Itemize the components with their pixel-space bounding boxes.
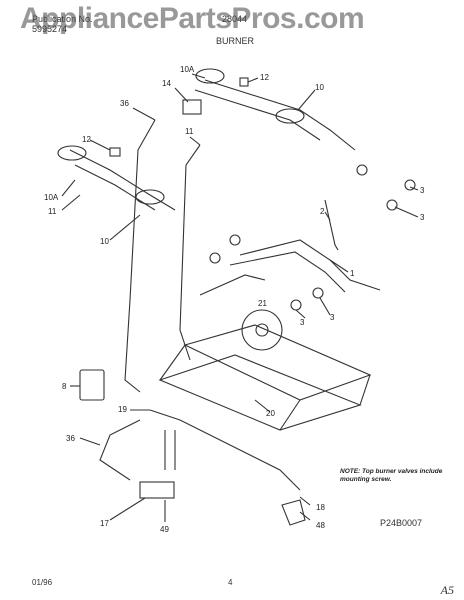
oven-burner-tube — [149, 409, 301, 491]
callout-l14: 14 — [162, 79, 171, 88]
callout-l11-top: 11 — [185, 127, 194, 136]
handwritten-mark: A5 — [440, 583, 454, 597]
burner-head-top-right — [275, 108, 305, 124]
valve-3-a — [356, 164, 368, 176]
callout-l10-top: 10 — [315, 83, 324, 92]
publication-number: 5995274 — [32, 24, 68, 34]
footer-page: 4 — [228, 578, 233, 587]
model-number: 28044 — [222, 14, 248, 24]
callout-l21: 21 — [258, 299, 267, 308]
callout-l2: 2 — [320, 207, 325, 216]
clip-12-top — [239, 77, 249, 87]
gas-tube-36 — [124, 119, 156, 393]
gas-tube-11 — [179, 144, 201, 361]
watermark: AppliancePartsPros.com — [20, 2, 365, 35]
callout-l20: 20 — [266, 409, 275, 418]
callout-l10a-left: 10A — [44, 193, 59, 202]
valve-line-2 — [324, 199, 339, 251]
burner-head-top-left — [195, 68, 225, 84]
air-shutter-14 — [182, 99, 202, 115]
valve-3-c — [290, 299, 302, 311]
note-text: NOTE: Top burner valves include mounting… — [340, 468, 443, 483]
callout-l19: 19 — [118, 405, 127, 414]
callout-l3-d: 3 — [330, 313, 335, 322]
safety-valve-17 — [139, 481, 175, 499]
callout-l11-left: 11 — [48, 207, 57, 216]
callout-l10-left: 10 — [100, 237, 109, 246]
valve-3-b — [386, 199, 398, 211]
publication-label: Publication No. — [32, 14, 93, 24]
section-title: BURNER — [216, 36, 255, 46]
callout-l12-left: 12 — [82, 135, 91, 144]
burner-head-left-front — [135, 189, 165, 205]
valve-3-d — [312, 287, 324, 299]
callout-l3-c: 3 — [300, 318, 305, 327]
callout-l48: 48 — [316, 521, 325, 530]
callout-l18: 18 — [316, 503, 325, 512]
footer-date: 01/96 — [32, 578, 53, 587]
callout-l49: 49 — [160, 525, 169, 534]
bracket-48 — [281, 499, 306, 526]
callout-l36-top: 36 — [120, 99, 129, 108]
figure-code: P24B0007 — [380, 518, 423, 528]
callout-l36-bottom: 36 — [66, 434, 75, 443]
manifold-1 — [239, 239, 381, 291]
callout-l1: 1 — [350, 269, 355, 278]
callout-l10a-top: 10A — [180, 65, 195, 74]
upper-burner-tube — [204, 79, 356, 151]
callout-l17: 17 — [100, 519, 109, 528]
orifice-detail-21 — [241, 309, 283, 351]
callout-l8: 8 — [62, 382, 67, 391]
clip-12-left — [109, 147, 121, 157]
left-burner-tube — [69, 149, 176, 211]
burner-head-left-rear — [57, 145, 87, 161]
callout-l12-top: 12 — [260, 73, 269, 82]
gas-tube-36-lower — [99, 419, 141, 481]
callout-l3-a: 3 — [420, 186, 425, 195]
igniter-8 — [79, 369, 105, 401]
callout-l3-b: 3 — [420, 213, 425, 222]
